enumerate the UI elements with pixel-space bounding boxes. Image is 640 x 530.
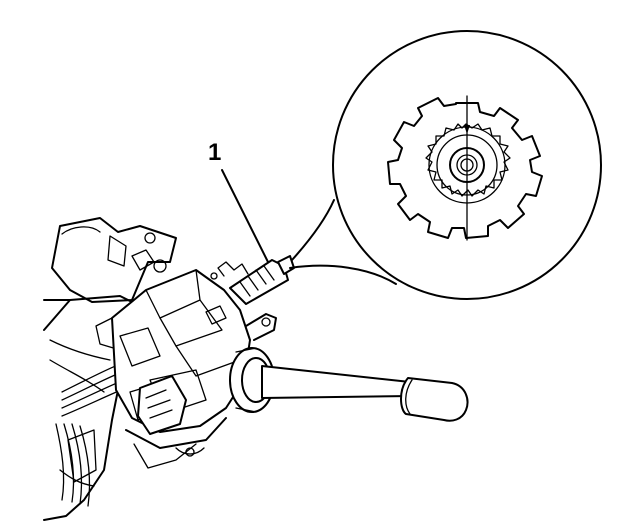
callout-leader-line (221, 169, 269, 263)
zoom-connector-upper (291, 199, 335, 261)
detail-inset (332, 30, 602, 300)
alignment-arrow-icon (464, 125, 470, 134)
multifunction-lever (261, 365, 469, 422)
callout-number-1: 1 (208, 139, 221, 166)
zoom-connector-lower (289, 264, 397, 285)
switch-housing (111, 269, 277, 469)
